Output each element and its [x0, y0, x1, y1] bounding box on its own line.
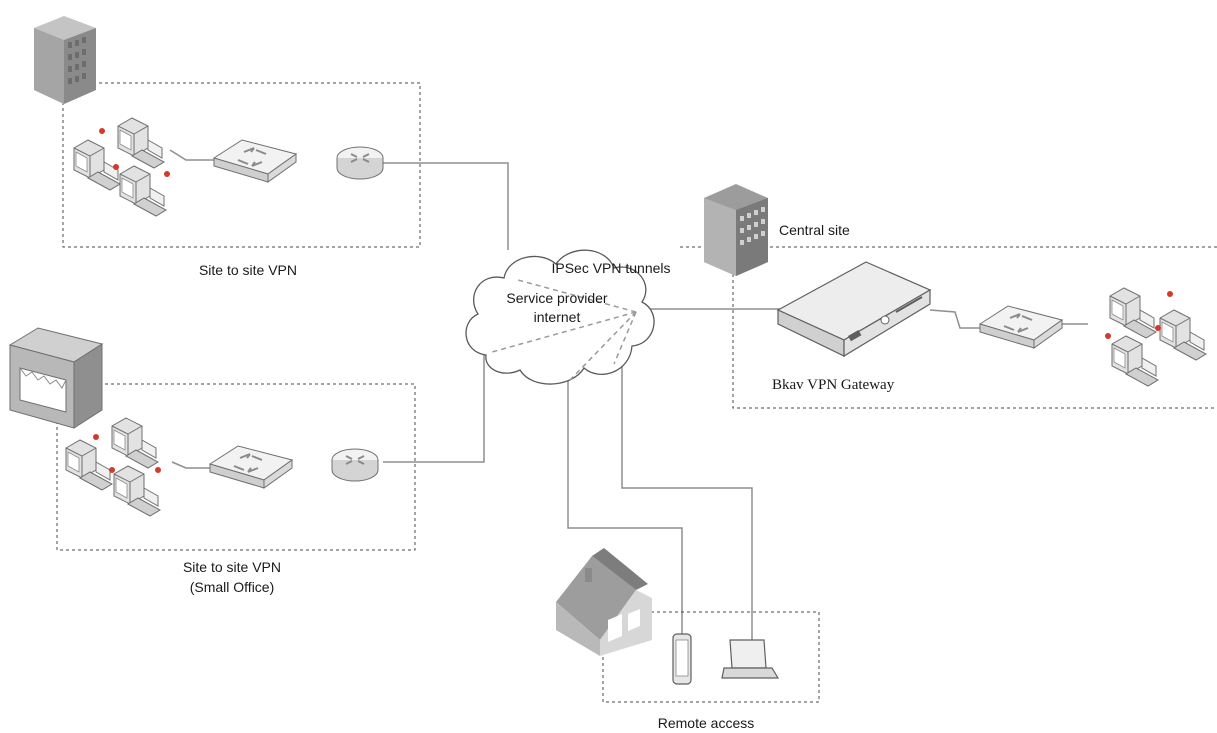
switch-icon: [213, 139, 297, 183]
vpn-gateway-icon: [776, 261, 932, 358]
computer-icon: [1109, 287, 1157, 339]
central-building-icon: [704, 184, 768, 276]
site1-zone-box: [62, 82, 421, 248]
site2-label-line1: Site to site VPN: [183, 559, 281, 575]
cloud-label-line1: Service provider: [506, 290, 607, 306]
link-dot: [1105, 333, 1111, 339]
link-dot: [1155, 325, 1161, 331]
site1-label: Site to site VPN: [199, 262, 297, 278]
switch-icon: [209, 445, 293, 489]
computer-icon: [73, 139, 121, 191]
router-icon: [336, 146, 384, 180]
link-dot: [93, 434, 99, 440]
cloud-label-line2: internet: [534, 309, 581, 325]
small-office-icon: [8, 327, 104, 429]
mobile-phone-icon: [672, 633, 692, 685]
house-icon: [556, 548, 652, 656]
computer-icon: [111, 417, 159, 469]
computer-icon: [117, 117, 165, 169]
link-dot: [1167, 291, 1173, 297]
link-dot: [155, 467, 161, 473]
link-dot: [113, 164, 119, 170]
computer-icon: [65, 439, 113, 491]
site2-label-line2: (Small Office): [190, 579, 275, 595]
central-site-label: Central site: [779, 222, 850, 238]
link-dot: [99, 128, 105, 134]
laptop-icon: [721, 639, 780, 679]
internet-cloud: [465, 249, 655, 385]
link-dot: [109, 467, 115, 473]
computer-icon: [1111, 335, 1159, 387]
tunnels-label: IPSec VPN tunnels: [551, 260, 670, 276]
ipsec-tunnel-lines: [491, 279, 637, 381]
remote-access-label: Remote access: [658, 715, 754, 731]
switch-icon: [979, 305, 1063, 349]
computer-icon: [1159, 309, 1207, 361]
site2-zone-box: [56, 383, 416, 551]
office-building-icon: [34, 16, 96, 104]
remote-zone-box: [602, 611, 820, 703]
gateway-label: Bkav VPN Gateway: [772, 377, 895, 393]
router-icon: [331, 448, 379, 482]
computer-icon: [113, 465, 161, 517]
central-zone-box: [732, 262, 1217, 409]
computer-icon: [119, 165, 167, 217]
link-dot: [164, 171, 170, 177]
